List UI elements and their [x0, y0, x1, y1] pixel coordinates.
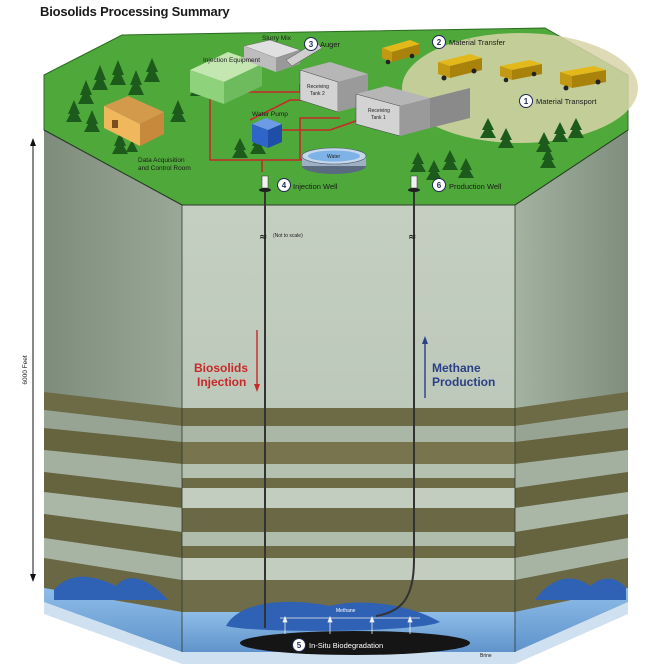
label-brine: Brine: [480, 653, 492, 659]
label-injection: Injection: [197, 375, 246, 389]
label-slurry-mix: Slurry Mix: [262, 35, 292, 42]
svg-text:6: 6: [437, 181, 442, 190]
step-badge-1: 1: [519, 94, 533, 108]
svg-text:5: 5: [297, 641, 302, 650]
label-injection-equipment: Injection Equipment: [203, 57, 260, 64]
step-badge-2: 2: [432, 35, 446, 49]
svg-text:4: 4: [282, 181, 287, 190]
label-methane: Methane: [432, 361, 481, 375]
label-tank2-line2: Tank 2: [310, 91, 325, 97]
production-arrowhead: [422, 336, 428, 344]
label-production-well: Production Well: [449, 182, 502, 191]
label-material-transfer: Material Transfer: [449, 38, 506, 47]
label-production: Production: [432, 375, 495, 389]
water-pump-shed: [252, 118, 282, 148]
label-injection-well: Injection Well: [293, 182, 338, 191]
water-tank: [301, 147, 367, 174]
step-badge-3: 3: [304, 37, 318, 51]
svg-text:2: 2: [437, 38, 442, 47]
label-material-transport: Material Transport: [536, 97, 597, 106]
label-depth: 6000 Feet: [22, 355, 29, 384]
gravel-area: [402, 33, 638, 143]
label-tank1-line1: Receiving: [368, 108, 390, 114]
brine-layer: [44, 576, 628, 664]
step-badge-4: 4: [277, 178, 291, 192]
depth-arrowhead-bottom: [30, 574, 36, 582]
label-tank1-line2: Tank 1: [371, 115, 386, 121]
label-biosolids: Biosolids: [194, 361, 248, 375]
label-auger: Auger: [320, 40, 341, 49]
svg-text:3: 3: [309, 40, 314, 49]
receiving-tank-1: [355, 86, 470, 137]
step-badge-5: 5: [292, 638, 306, 652]
step-badge-6: 6: [432, 178, 446, 192]
svg-text:1: 1: [524, 97, 529, 106]
label-data-acquisition: Data Acquisition: [138, 157, 185, 164]
production-wellhead: [408, 175, 420, 192]
label-methane-pocket: Methane: [336, 608, 356, 614]
strata-bands-left: [44, 392, 182, 612]
injection-arrowhead: [254, 384, 260, 392]
label-control-room: and Control Room: [138, 165, 191, 172]
diagram-title: Biosolids Processing Summary: [40, 4, 230, 19]
strata-bands-front: [182, 408, 515, 612]
label-in-situ-biodegradation: In-Situ Biodegradation: [309, 641, 383, 650]
trucks: [382, 40, 606, 91]
injection-wellhead: [259, 175, 271, 192]
reservoir-arrows: [280, 615, 420, 634]
label-tank2-line1: Receiving: [307, 84, 329, 90]
label-not-to-scale: (Not to scale): [273, 233, 303, 239]
depth-arrowhead-top: [30, 138, 36, 146]
break-mark-production: ≈: [408, 232, 416, 243]
break-mark-injection: ≈: [259, 232, 267, 243]
control-room-building: [104, 96, 164, 146]
label-water: Water: [327, 154, 340, 160]
label-water-pump: Water Pump: [252, 111, 288, 118]
production-well-bore: [375, 192, 415, 617]
